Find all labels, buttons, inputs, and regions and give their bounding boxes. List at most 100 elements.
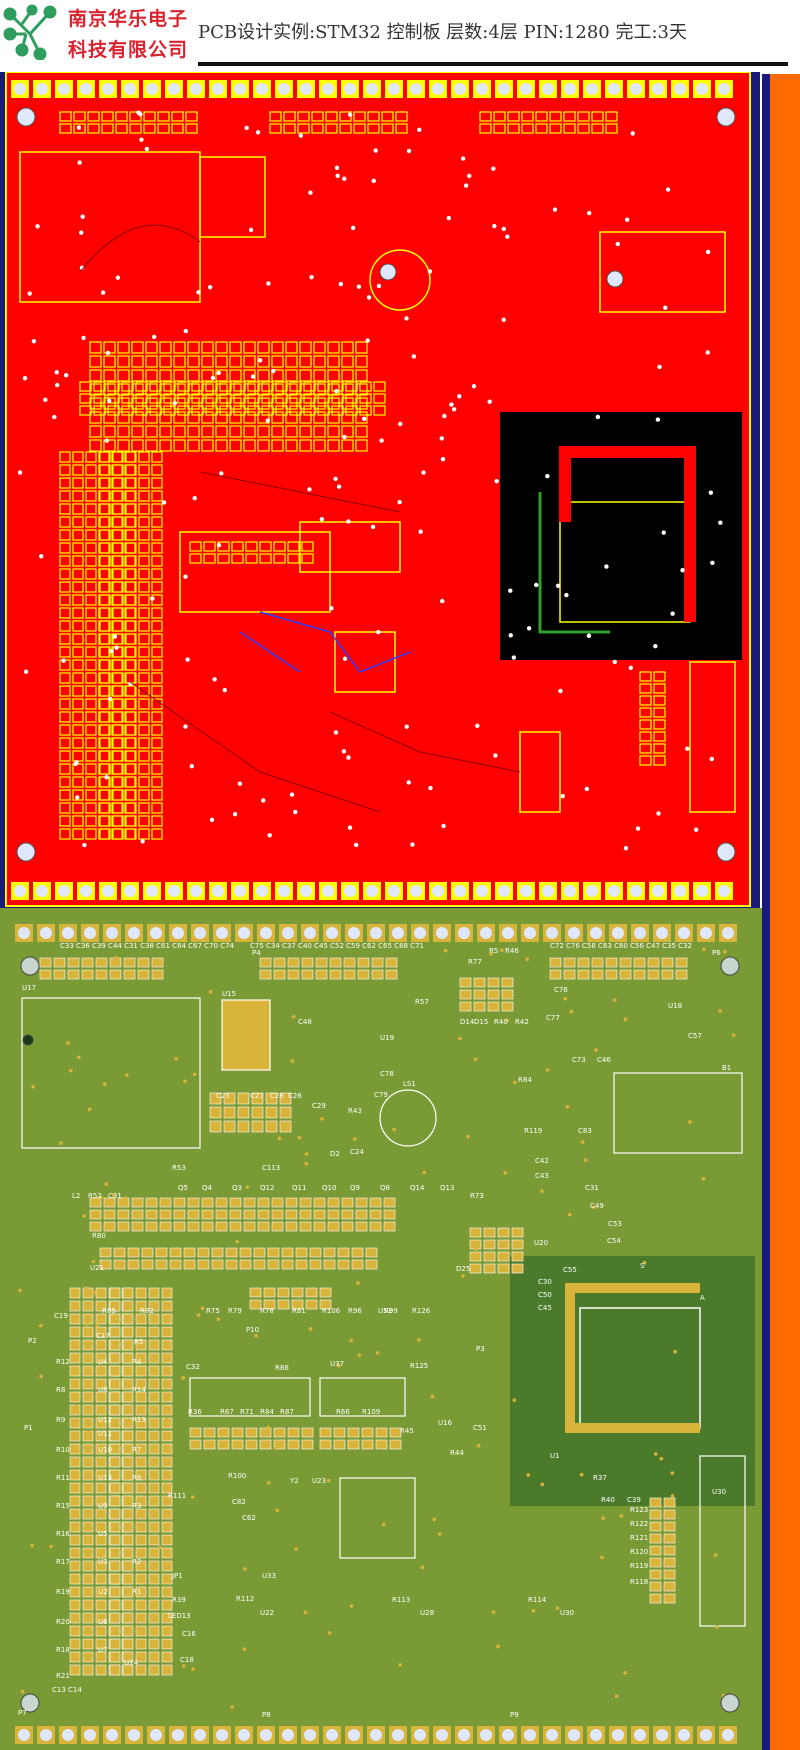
smd-pad — [639, 707, 652, 718]
via — [411, 354, 417, 359]
header-hole — [36, 885, 48, 897]
smd-pad — [72, 464, 84, 476]
designator-c16: C16 — [182, 1630, 196, 1638]
smd-pad — [161, 1456, 173, 1468]
designator-u8: U8 — [98, 1386, 108, 1394]
via — [157, 1545, 162, 1550]
smd-pad — [135, 393, 148, 404]
via — [705, 249, 711, 255]
designator-r53: R53 — [172, 1164, 186, 1172]
smd-pad — [373, 393, 386, 404]
smd-pad — [233, 393, 246, 404]
via — [81, 335, 86, 341]
via — [334, 388, 339, 394]
via — [656, 811, 661, 816]
designator-led13: LED13 — [168, 1612, 191, 1620]
header-hole — [260, 927, 272, 939]
header-hole — [18, 1729, 30, 1741]
smd-pad — [82, 1664, 94, 1676]
via — [487, 399, 492, 404]
smd-pad — [285, 369, 298, 382]
via — [229, 1040, 233, 1044]
smd-pad — [215, 1209, 228, 1220]
header-hole — [674, 83, 686, 95]
smd-pad — [649, 1581, 662, 1592]
via — [584, 786, 590, 792]
smd-pad — [341, 355, 354, 368]
via — [623, 845, 629, 851]
via — [540, 1482, 545, 1487]
smd-pad — [69, 1300, 81, 1312]
header-hole — [634, 1729, 646, 1741]
smd-pad — [95, 1547, 107, 1559]
designator-r1: R1 — [132, 1588, 141, 1596]
smd-pad — [271, 1209, 284, 1220]
smd-pad — [483, 1263, 496, 1274]
smd-pad — [95, 957, 108, 968]
smd-pad — [219, 393, 232, 404]
smd-pad — [72, 555, 84, 567]
smd-pad — [103, 425, 116, 438]
via — [356, 1281, 360, 1285]
smd-pad — [107, 393, 120, 404]
via — [471, 384, 477, 389]
smd-pad — [511, 1251, 524, 1262]
smd-pad — [145, 369, 158, 382]
via — [357, 1353, 362, 1357]
smd-pad — [301, 957, 314, 968]
via — [503, 1171, 508, 1175]
smd-pad — [59, 737, 71, 749]
via — [680, 568, 685, 573]
smd-pad — [261, 381, 274, 392]
via — [432, 1517, 437, 1522]
smd-pad — [163, 393, 176, 404]
via — [139, 137, 144, 142]
smd-pad — [59, 516, 71, 528]
via — [151, 334, 157, 340]
designator-y2: Y2 — [289, 1477, 299, 1485]
header-hole — [216, 1729, 228, 1741]
smd-pad — [115, 123, 128, 134]
via — [586, 210, 592, 216]
smd-pad — [138, 555, 150, 567]
smd-pad — [605, 957, 618, 968]
smd-pad — [619, 969, 632, 980]
smd-pad — [85, 503, 97, 515]
smd-pad — [151, 776, 163, 788]
smd-pad — [173, 369, 186, 382]
header-hole — [586, 885, 598, 897]
via — [208, 990, 213, 994]
smd-pad — [145, 383, 158, 396]
smd-pad — [135, 405, 148, 416]
smd-pad — [383, 1197, 396, 1208]
header-hole — [630, 885, 642, 897]
via — [114, 955, 119, 960]
smd-pad — [185, 111, 198, 122]
smd-pad — [122, 1521, 134, 1533]
via — [266, 1425, 271, 1429]
smd-pad — [301, 969, 314, 980]
via — [600, 1555, 604, 1560]
smd-pad — [355, 439, 368, 452]
smd-pad — [253, 1259, 266, 1270]
header-hole — [62, 927, 74, 939]
via — [104, 438, 110, 443]
smd-pad — [138, 516, 150, 528]
smd-pad — [229, 425, 242, 438]
smd-pad — [112, 490, 124, 502]
smd-pad — [157, 111, 170, 122]
smd-pad — [125, 776, 137, 788]
smd-pad — [135, 1378, 147, 1390]
designator-c79: C79 — [374, 1091, 388, 1099]
smd-pad — [355, 1221, 368, 1232]
smd-pad — [161, 1482, 173, 1494]
via — [466, 1134, 471, 1139]
via — [710, 560, 715, 566]
smd-pad — [161, 1352, 173, 1364]
smd-pad — [99, 802, 111, 814]
smd-pad — [59, 477, 71, 489]
via — [87, 1107, 92, 1112]
smd-pad — [215, 383, 228, 396]
header-hole — [524, 1729, 536, 1741]
via — [333, 476, 338, 482]
